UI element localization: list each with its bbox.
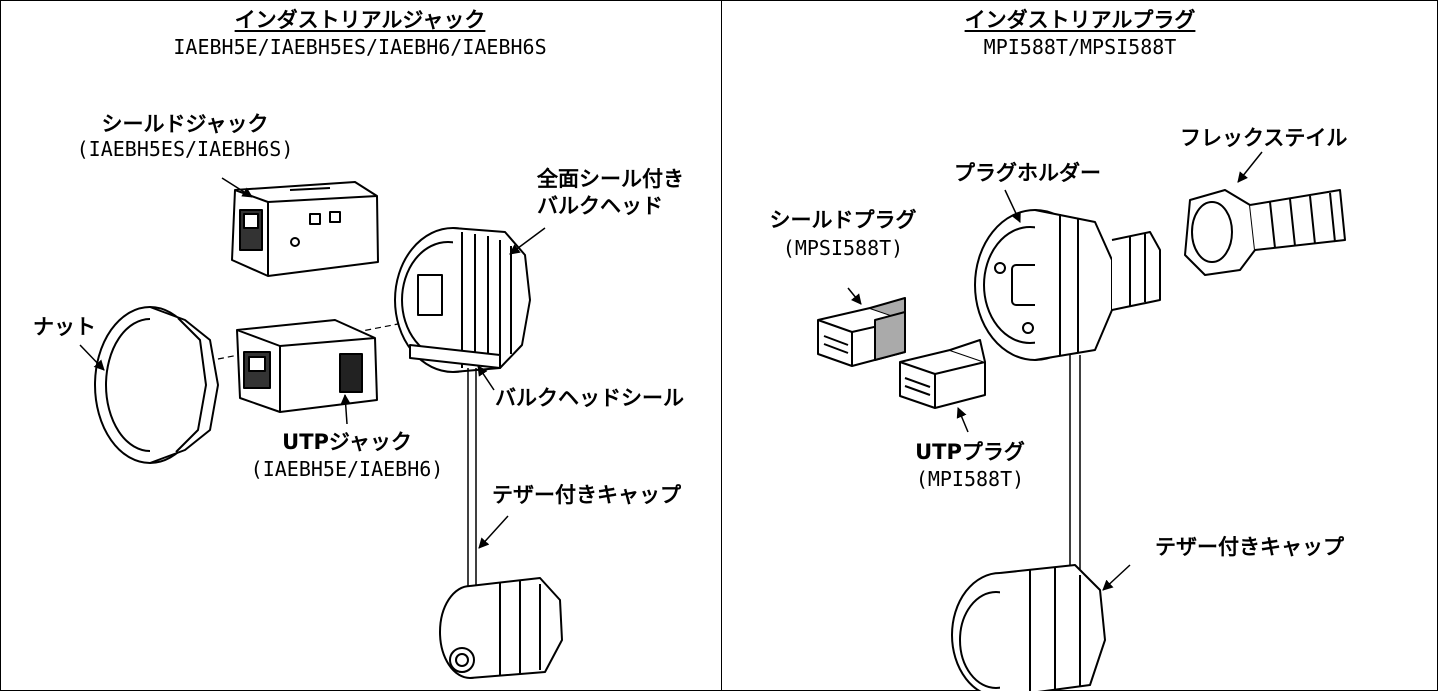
flex-tail-label: フレックステイル: [1180, 126, 1348, 150]
utp-plug-drawing: [899, 339, 986, 409]
bulkhead-label-line1: 全面シール付き: [537, 167, 684, 191]
bulkhead-seal-label: バルクヘッドシール: [495, 386, 684, 410]
bulkhead-label-line2: バルクヘッド: [537, 194, 663, 218]
shield-plug-label: シールドプラグ: [769, 208, 917, 232]
utp-plug-models: (MPI588T): [915, 467, 1025, 491]
bulkhead-drawing: [394, 227, 531, 373]
tether-cap-left-label: テザー付きキャップ: [492, 483, 681, 507]
utp-jack-label: UTPジャック: [282, 430, 412, 454]
plug-holder-drawing: [974, 209, 1161, 361]
left-panel-models: IAEBH5E/IAEBH5ES/IAEBH6/IAEBH6S: [173, 35, 547, 59]
plug-holder-label: プラグホルダー: [954, 161, 1101, 185]
utp-jack-drawing: [236, 319, 378, 413]
utp-plug-label: UTPプラグ: [915, 440, 1025, 464]
utp-jack-models: (IAEBH5E/IAEBH6): [250, 457, 444, 481]
shield-jack-models: (IAEBH5ES/IAEBH6S): [76, 137, 294, 161]
nut-label: ナット: [33, 315, 96, 339]
tether-cap-right-drawing: [951, 564, 1106, 691]
shield-plug-models: (MPSI588T): [782, 236, 904, 260]
flex-tail-drawing: [1184, 189, 1346, 276]
left-panel-title: インダストリアルジャック: [234, 8, 486, 32]
shield-jack-drawing: [231, 181, 379, 277]
nut-drawing: [94, 306, 219, 464]
shield-plug-drawing: [817, 297, 906, 367]
tether-cap-right-label: テザー付きキャップ: [1155, 535, 1344, 559]
shield-jack-label: シールドジャック: [101, 112, 269, 136]
panel-divider: [721, 0, 722, 691]
right-panel-title: インダストリアルプラグ: [964, 8, 1196, 32]
right-panel-models: MPI588T/MPSI588T: [983, 35, 1177, 59]
tether-cap-left-drawing: [439, 577, 563, 679]
